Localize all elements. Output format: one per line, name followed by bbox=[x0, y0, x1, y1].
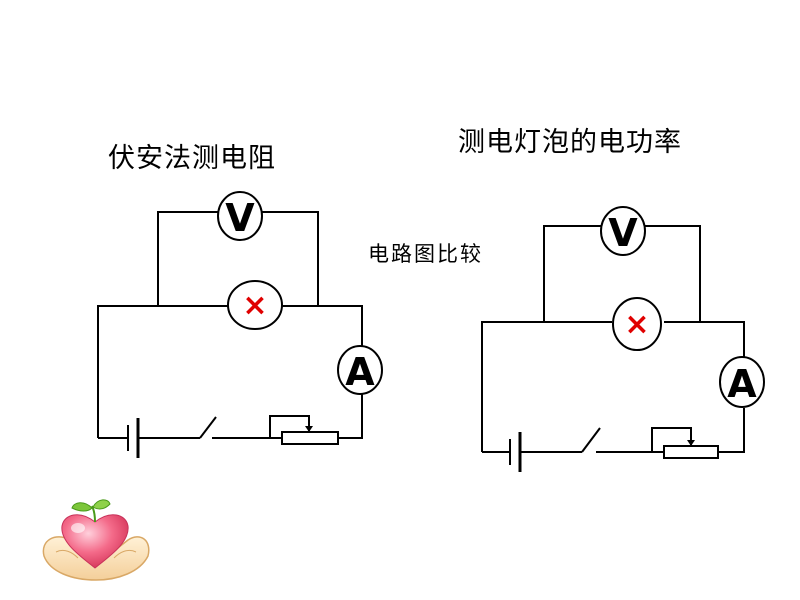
switch-symbol-right bbox=[581, 427, 601, 453]
voltmeter-right-label: V bbox=[608, 211, 638, 255]
heart-in-hands-icon bbox=[42, 499, 150, 581]
right-circuit: V × A bbox=[481, 206, 765, 472]
title-voltammetry-resistance: 伏安法测电阻 bbox=[108, 143, 276, 174]
rheostat-symbol-right bbox=[663, 440, 719, 459]
voltmeter-left-label: V bbox=[225, 196, 255, 240]
lamp-left-mark: × bbox=[242, 288, 267, 323]
ammeter-left-label: A bbox=[345, 350, 375, 394]
circuit-comparison-label: 电路图比较 bbox=[368, 242, 483, 266]
voltmeter-right: V bbox=[600, 206, 646, 256]
voltmeter-left: V bbox=[217, 191, 263, 241]
rheostat-symbol bbox=[281, 426, 339, 445]
lamp-right: × bbox=[612, 297, 662, 351]
battery-symbol-right bbox=[509, 432, 522, 472]
battery-symbol bbox=[127, 418, 140, 458]
lamp-left: × bbox=[227, 280, 283, 330]
ammeter-right: A bbox=[719, 356, 765, 408]
right-wires bbox=[481, 225, 745, 453]
title-lamp-power: 测电灯泡的电功率 bbox=[458, 127, 682, 158]
left-wires bbox=[97, 211, 363, 439]
ammeter-right-label: A bbox=[727, 362, 757, 406]
left-circuit: V × A bbox=[97, 191, 383, 458]
switch-symbol bbox=[199, 416, 217, 439]
ammeter-left: A bbox=[337, 345, 383, 395]
lamp-right-mark: × bbox=[624, 307, 649, 342]
